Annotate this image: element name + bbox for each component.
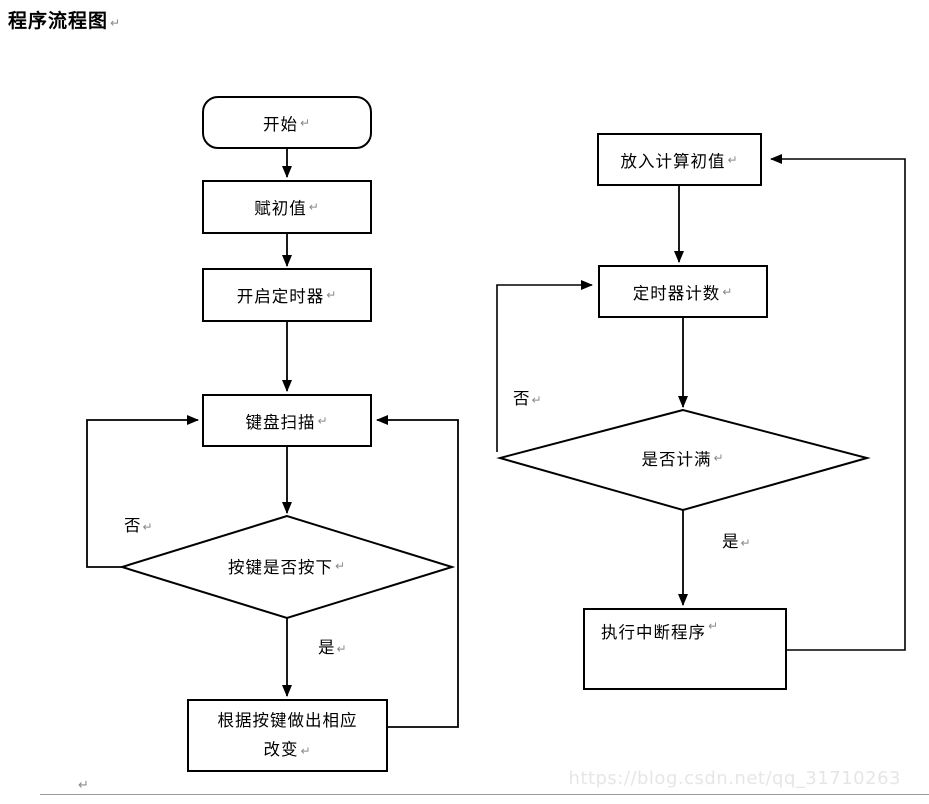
left-branch-no-label: 否↵ (124, 512, 153, 536)
node-open-timer: 开启定时器↵ (202, 268, 372, 322)
no-text: 否 (124, 516, 141, 535)
loop-no-back-to-scan (86, 415, 199, 568)
node-timer-counting-label: 定时器计数 (632, 283, 721, 303)
page-bottom-rule (40, 794, 929, 795)
watermark-url: https://blog.csdn.net/qq_31710263 (568, 768, 901, 789)
node-apply-change-line1: 根据按键做出相应 (217, 710, 358, 730)
node-start-label: 开始 (262, 114, 298, 134)
loop-apply-back-to-scan (376, 415, 459, 728)
node-assign-initial-label: 赋初值 (254, 199, 307, 218)
right-branch-no-label: 否↵ (513, 385, 542, 409)
paragraph-mark: ↵ (708, 619, 720, 633)
node-load-initial-value-label: 放入计算初值 (620, 151, 726, 171)
decision-text: 是否计满 (641, 450, 712, 469)
node-run-interrupt-label: 执行中断程序 (601, 623, 706, 642)
node-keyboard-scan: 键盘扫描↵ (202, 394, 372, 447)
paragraph-mark: ↵ (334, 559, 347, 573)
paragraph-mark: ↵ (142, 520, 153, 534)
node-count-full-decision-label: 是否计满↵ (568, 446, 798, 470)
loop-no-back-to-count (496, 280, 593, 452)
paragraph-mark: ↵ (722, 284, 734, 299)
paragraph-mark: ↵ (299, 115, 312, 130)
paragraph-mark: ↵ (727, 152, 739, 167)
paragraph-mark: ↵ (740, 536, 751, 550)
paragraph-mark: ↵ (531, 393, 542, 407)
node-apply-change: 根据按键做出相应 改变↵ (187, 699, 388, 772)
yes-text: 是 (318, 638, 335, 657)
node-timer-counting: 定时器计数↵ (598, 265, 768, 318)
paragraph-mark: ↵ (336, 642, 347, 656)
loop-interrupt-back-to-load (770, 154, 906, 651)
paragraph-mark: ↵ (713, 451, 725, 465)
paragraph-mark: ↵ (326, 288, 338, 302)
node-keyboard-scan-label: 键盘扫描 (245, 412, 316, 432)
paragraph-mark: ↵ (308, 200, 320, 214)
node-apply-change-line2-wrap: 改变↵ (263, 735, 311, 766)
node-key-pressed-decision-label: 按键是否按下↵ (172, 554, 402, 578)
node-apply-change-line2: 改变 (263, 739, 299, 759)
left-branch-yes-label: 是↵ (318, 634, 347, 658)
node-assign-initial: 赋初值↵ (202, 180, 372, 234)
node-start: 开始↵ (202, 96, 372, 149)
paragraph-mark: ↵ (78, 778, 89, 793)
paragraph-mark: ↵ (300, 743, 312, 758)
page-title: 程序流程图↵ (8, 6, 121, 33)
right-branch-yes-label: 是↵ (722, 528, 751, 552)
node-run-interrupt-routine: 执行中断程序↵ (583, 608, 787, 690)
no-text: 否 (513, 389, 530, 408)
decision-text: 按键是否按下 (227, 558, 333, 577)
paragraph-mark: ↵ (317, 413, 329, 428)
yes-text: 是 (722, 532, 739, 551)
paragraph-mark: ↵ (110, 16, 122, 30)
page-title-text: 程序流程图 (8, 10, 109, 32)
node-load-initial-value: 放入计算初值↵ (597, 133, 762, 186)
node-open-timer-label: 开启定时器 (236, 287, 325, 306)
